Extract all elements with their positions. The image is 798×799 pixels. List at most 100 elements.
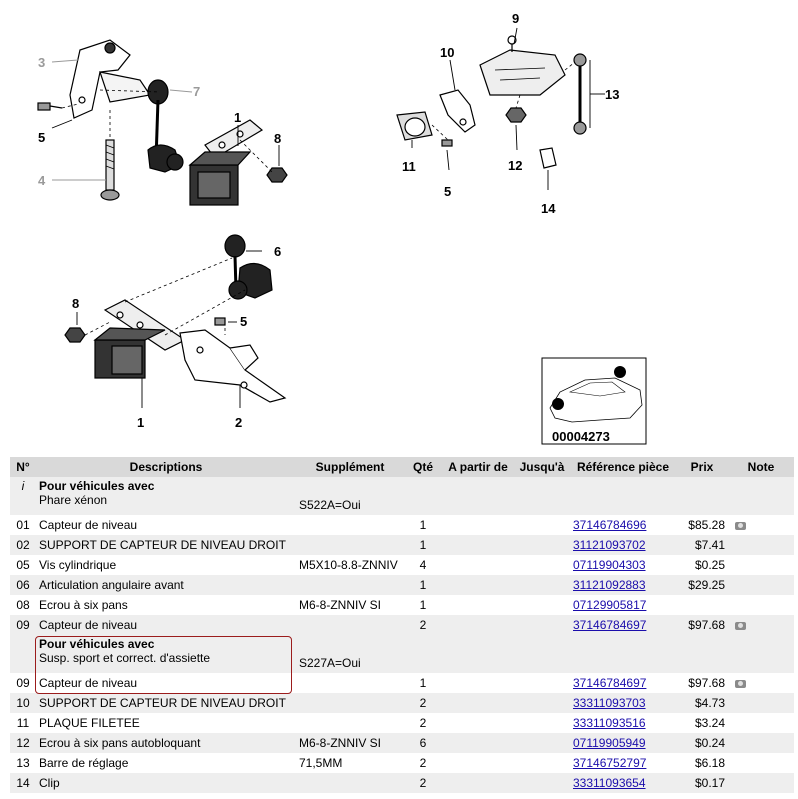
cell-note xyxy=(728,615,794,635)
vehicle-location-thumbnail[interactable]: 00004273 xyxy=(541,357,647,445)
callout-label: 10 xyxy=(440,45,454,60)
cell-qty: 2 xyxy=(404,615,442,635)
condition-title: Pour véhicules avec xyxy=(39,637,155,651)
part-reference-link[interactable]: 31121092883 xyxy=(573,578,646,592)
cell-description: Ecrou à six pans autobloquant xyxy=(36,733,296,753)
part-reference-link[interactable]: 37146752797 xyxy=(573,756,647,770)
part-reference-link[interactable]: 07119905949 xyxy=(573,736,646,750)
cell-note xyxy=(728,713,794,733)
cell-from xyxy=(442,733,514,753)
cell-description: SUPPORT DE CAPTEUR DE NIVEAU DROIT xyxy=(36,693,296,713)
cell-description: Barre de réglage xyxy=(39,756,129,770)
col-header-supplement[interactable]: Supplément xyxy=(296,457,404,477)
cell-no: 10 xyxy=(10,693,36,713)
cell-description: PLAQUE FILETEE xyxy=(39,716,140,730)
cell-price: $0.17 xyxy=(676,773,728,793)
condition-text: Pour véhicules avec Susp. sport et corre… xyxy=(36,635,296,673)
cell-no: 11 xyxy=(16,716,30,730)
cell-until xyxy=(514,575,570,595)
callout-label: 4 xyxy=(38,173,46,188)
cell-price: $29.25 xyxy=(676,575,728,595)
cell-price: $3.24 xyxy=(694,716,725,730)
part-reference-link[interactable]: 33311093516 xyxy=(573,716,646,730)
condition-title: Pour véhicules avec xyxy=(39,479,155,493)
cell-no: 14 xyxy=(10,773,36,793)
cell-price: $97.68 xyxy=(688,676,725,690)
condition-supplement: S227A=Oui xyxy=(296,635,404,673)
condition-row: i Pour véhicules avec Phare xénon S522A=… xyxy=(10,477,794,515)
cell-from xyxy=(442,535,514,555)
cell-price: $7.41 xyxy=(676,535,728,555)
part-reference-link[interactable]: 07129905817 xyxy=(573,598,647,612)
cell-qty: 2 xyxy=(404,693,442,713)
cell-note xyxy=(728,773,794,793)
cell-no: 01 xyxy=(16,518,30,532)
part-reference-link[interactable]: 33311093703 xyxy=(573,696,646,710)
col-header-price[interactable]: Prix xyxy=(676,457,728,477)
cell-no: 06 xyxy=(10,575,36,595)
cell-from xyxy=(442,515,514,535)
condition-row: Pour véhicules avec Susp. sport et corre… xyxy=(10,635,794,673)
col-header-reference[interactable]: Référence pièce xyxy=(570,457,676,477)
cell-description: Capteur de niveau xyxy=(39,676,138,690)
part-reference-link[interactable]: 31121093702 xyxy=(573,538,646,552)
cell-qty: 2 xyxy=(404,773,442,793)
camera-icon[interactable] xyxy=(735,621,746,630)
cell-reference: 33311093703 xyxy=(570,693,676,713)
cell-until xyxy=(514,673,570,693)
col-header-note[interactable]: Note xyxy=(728,457,794,477)
cell-supplement xyxy=(296,575,404,595)
cell-reference: 37146784697 xyxy=(570,673,676,693)
camera-icon[interactable] xyxy=(735,679,746,688)
col-header-descriptions[interactable]: Descriptions xyxy=(36,457,296,477)
part-reference-link[interactable]: 37146784697 xyxy=(573,618,647,632)
part-reference-link[interactable]: 37146784696 xyxy=(573,518,647,532)
col-header-no[interactable]: N° xyxy=(10,457,36,477)
cell-price: $97.68 xyxy=(676,615,728,635)
cell-reference: 33311093516 xyxy=(570,713,676,733)
cell-until xyxy=(514,535,570,555)
cell-supplement: M5X10-8.8-ZNNIV xyxy=(299,558,398,572)
cell-reference: 37146752797 xyxy=(570,753,676,773)
cell-price: $0.25 xyxy=(694,558,725,572)
callout-label: 3 xyxy=(38,55,45,70)
cell-price xyxy=(676,595,728,615)
cell-from xyxy=(442,673,514,693)
cell-reference: 31121092883 xyxy=(570,575,676,595)
cell-reference: 37146784697 xyxy=(570,615,676,635)
diagram-group-bottom-left xyxy=(64,234,287,403)
callout-label: 5 xyxy=(240,314,247,329)
col-header-from[interactable]: A partir de xyxy=(442,457,514,477)
cell-description: Capteur de niveau xyxy=(36,615,296,635)
part-reference-link[interactable]: 37146784697 xyxy=(573,676,647,690)
cell-reference: 31121093702 xyxy=(570,535,676,555)
part-reference-link[interactable]: 07119904303 xyxy=(573,558,646,572)
cell-supplement: M6-8-ZNNIV SI xyxy=(299,598,382,612)
cell-price: $6.18 xyxy=(694,756,725,770)
callout-label: 2 xyxy=(235,415,242,430)
callout-label: 5 xyxy=(38,130,45,145)
cell-qty: 1 xyxy=(404,535,442,555)
camera-icon[interactable] xyxy=(735,521,746,530)
cell-note xyxy=(728,753,794,773)
cell-description: Articulation angulaire avant xyxy=(36,575,296,595)
callout-label: 12 xyxy=(508,158,522,173)
cell-until xyxy=(514,515,570,535)
cell-from xyxy=(442,713,514,733)
col-header-until[interactable]: Jusqu'à xyxy=(514,457,570,477)
col-header-qty[interactable]: Qté xyxy=(404,457,442,477)
cell-note xyxy=(728,733,794,753)
cell-price: $0.24 xyxy=(676,733,728,753)
cell-until xyxy=(514,753,570,773)
cell-reference: 07119904303 xyxy=(570,555,676,575)
cell-until xyxy=(514,615,570,635)
cell-supplement xyxy=(296,773,404,793)
part-reference-link[interactable]: 33311093654 xyxy=(573,776,646,790)
cell-qty: 1 xyxy=(419,518,427,532)
cell-note xyxy=(728,535,794,555)
